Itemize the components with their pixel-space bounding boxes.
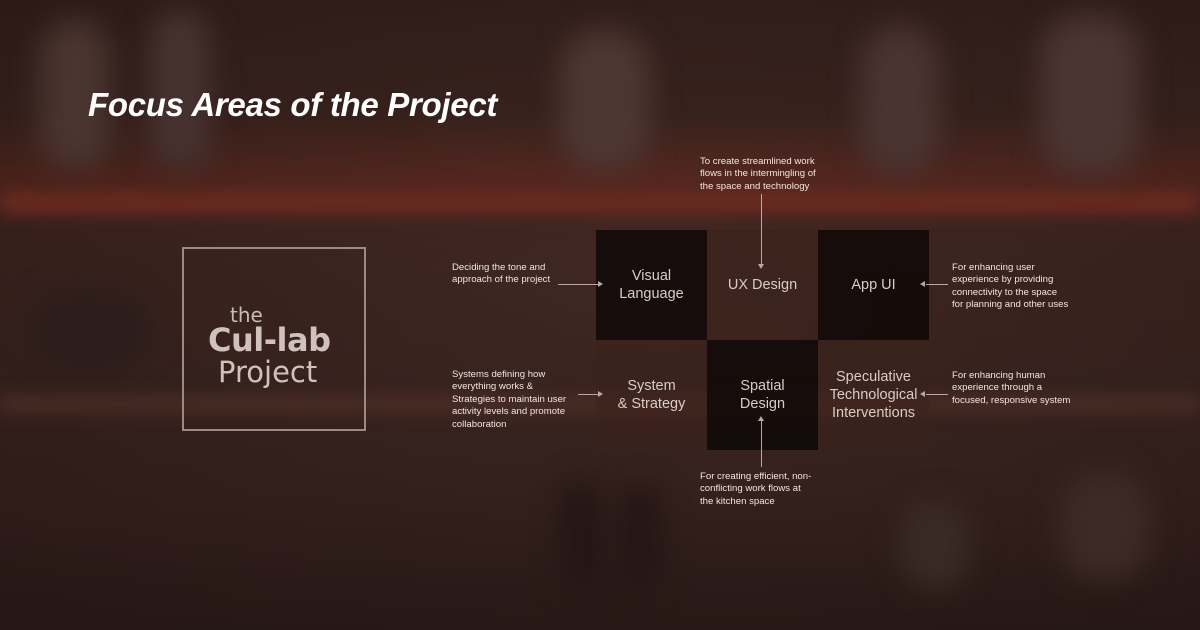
bottle-shape <box>30 290 150 370</box>
page-title: Focus Areas of the Project <box>88 86 498 123</box>
cell-label: UX Design <box>727 277 798 293</box>
arrow-right-icon <box>598 281 603 287</box>
note-line: focused, responsive system <box>952 394 1071 406</box>
arrow-right-icon <box>598 391 603 397</box>
bottle-shape <box>150 10 210 170</box>
note-line: To create streamlined work <box>700 156 815 167</box>
note-app-ui: For enhancing user experience by providi… <box>952 262 1068 312</box>
note-line: experience through a <box>952 382 1043 394</box>
cell-label: Technological <box>829 387 918 403</box>
note-line: Deciding the tone and <box>452 262 546 273</box>
note-line: experience by providing <box>952 274 1054 286</box>
note-line: Strategies to maintain user <box>452 393 567 405</box>
connector-line <box>558 284 598 285</box>
note-visual-language: Deciding the tone and approach of the pr… <box>452 262 550 287</box>
connector-line <box>926 394 948 395</box>
cell-app-ui: App UI <box>818 230 929 340</box>
connector-line <box>761 194 762 264</box>
connector-line <box>926 284 948 285</box>
arrow-down-icon <box>758 264 764 269</box>
bottle-shape <box>40 20 110 170</box>
note-line: For creating efficient, non- <box>700 471 812 482</box>
cell-label: System <box>627 378 676 394</box>
note-line: the kitchen space <box>700 495 775 507</box>
note-line: For enhancing human <box>952 370 1046 381</box>
cell-label: Visual <box>631 268 672 284</box>
logo-the: the <box>230 303 263 327</box>
note-speculative-tech: For enhancing human experience through a… <box>952 370 1070 407</box>
arrow-left-icon <box>920 281 925 287</box>
note-line: everything works & <box>452 381 534 393</box>
cell-label: Interventions <box>831 405 916 421</box>
note-system-strategy: Systems defining how everything works & … <box>452 369 566 431</box>
note-line: collaboration <box>452 418 507 430</box>
bottle-shape <box>1060 470 1150 580</box>
bottle-shape <box>560 480 600 590</box>
bottle-shape <box>1040 15 1140 175</box>
bottle-shape <box>620 485 660 590</box>
note-line: approach of the project <box>452 274 551 286</box>
connector-line <box>578 394 598 395</box>
note-ux-design: To create streamlined work flows in the … <box>700 156 816 193</box>
note-line: flows in the intermingling of <box>700 168 816 180</box>
shelf-band <box>0 190 1200 214</box>
cell-label: App UI <box>851 277 896 293</box>
logo-name: Cul-lab <box>208 321 331 359</box>
bottle-shape <box>560 30 650 170</box>
bottle-shape <box>860 25 940 175</box>
note-line: activity levels and promote <box>452 406 566 418</box>
arrow-up-icon <box>758 416 764 421</box>
cell-label: & Strategy <box>617 396 686 412</box>
cell-system-strategy: System & Strategy <box>596 340 707 450</box>
cell-label: Design <box>739 396 786 412</box>
cell-label: Speculative <box>836 369 911 385</box>
note-line: conflicting work flows at <box>700 483 801 495</box>
note-line: the space and technology <box>700 180 810 192</box>
bottle-shape <box>900 500 970 590</box>
note-line: for planning and other uses <box>952 299 1069 311</box>
note-spatial-design: For creating efficient, non- conflicting… <box>700 471 811 508</box>
project-logo: the Cul-lab Project <box>182 247 366 431</box>
note-line: Systems defining how <box>452 369 546 380</box>
cell-label: Spatial <box>740 378 785 394</box>
logo-suffix: Project <box>218 355 318 389</box>
note-line: For enhancing user <box>952 262 1035 273</box>
arrow-left-icon <box>920 391 925 397</box>
cell-ux-design: UX Design <box>707 230 818 340</box>
connector-line <box>761 421 762 467</box>
cell-label: Language <box>619 286 684 302</box>
note-line: connectivity to the space <box>952 286 1058 298</box>
